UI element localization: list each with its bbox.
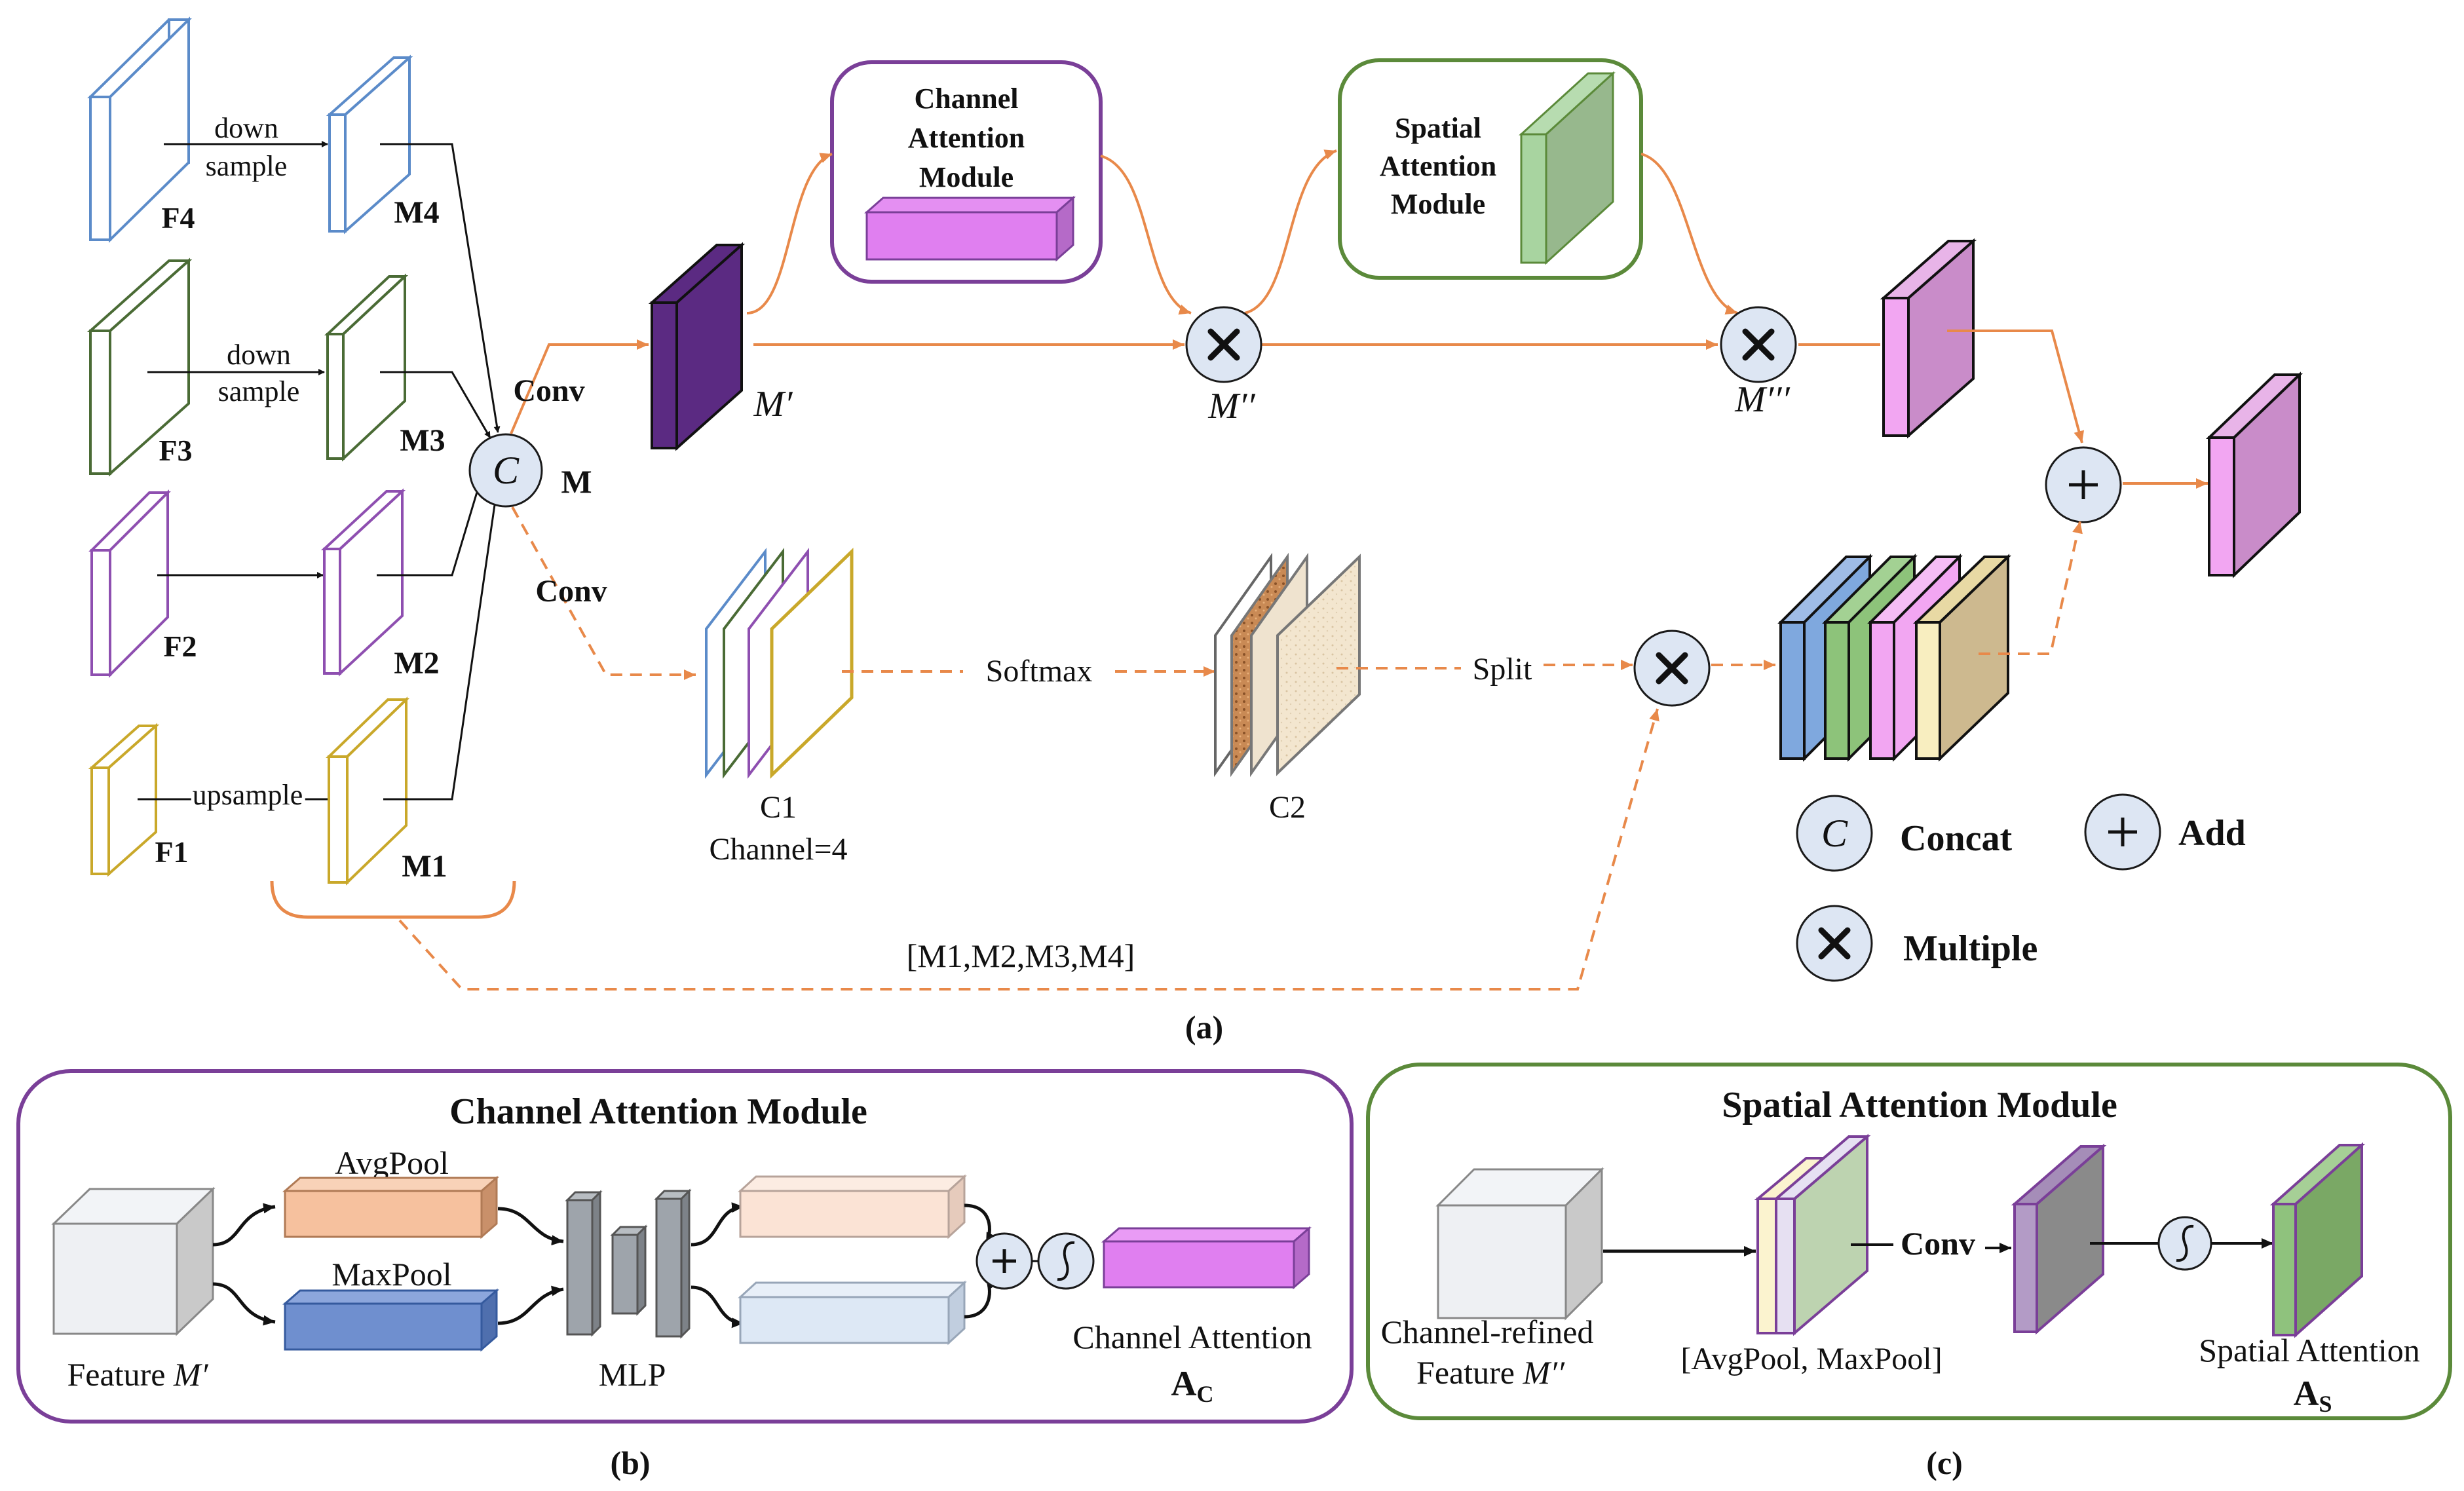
- caption-c: (c): [1926, 1444, 1963, 1481]
- label-ac: AC: [1171, 1364, 1214, 1407]
- map-m2: [320, 488, 406, 677]
- label-m-list: [M1,M2,M3,M4]: [907, 937, 1135, 974]
- legend-multiply-label: Multiple: [1903, 928, 2038, 969]
- pooled-maps-c: [1754, 1133, 1871, 1336]
- label-m3: M3: [400, 423, 445, 458]
- legend-add-label: Add: [2178, 813, 2246, 854]
- sigmoid-node-b: [1037, 1232, 1095, 1290]
- label-feature-c: Feature M′′: [1416, 1354, 1565, 1391]
- legend-concat-symbol: C: [1821, 812, 1848, 855]
- weighted-maps-stack: [1777, 554, 2011, 762]
- cam-box-line2: Attention: [908, 122, 1025, 154]
- label-f3: F3: [159, 434, 192, 467]
- label-m2: M2: [394, 646, 439, 681]
- label-split: Split: [1473, 652, 1532, 687]
- label-c1: C1: [760, 790, 797, 825]
- caption-a: (a): [1185, 1009, 1223, 1046]
- sam-box-line2: Attention: [1380, 150, 1496, 182]
- add-node: [2045, 446, 2122, 523]
- avgpool-bar: [282, 1175, 500, 1239]
- label-channel4: Channel=4: [709, 832, 847, 867]
- spatial-attention-map: [2269, 1142, 2366, 1338]
- avg-out-bar: [738, 1174, 967, 1239]
- feature-cube-b: [51, 1186, 216, 1336]
- label-down-1: down: [214, 112, 278, 144]
- label-m-prime: M′: [753, 384, 793, 425]
- channel-attention-bar: [1101, 1226, 1312, 1290]
- label-channel-refined: Channel-refined: [1381, 1313, 1594, 1350]
- label-avgpool: AvgPool: [335, 1144, 449, 1181]
- group-bracket: [270, 880, 516, 919]
- concat-node: C: [468, 433, 543, 508]
- label-feature-b: Feature M′: [67, 1356, 208, 1393]
- caption-b: (b): [610, 1444, 650, 1481]
- label-softmax: Softmax: [986, 654, 1093, 689]
- label-c2: C2: [1269, 790, 1306, 825]
- c1-stack: [705, 548, 854, 779]
- label-spatial-attention: Spatial Attention: [2199, 1332, 2419, 1368]
- label-down-2: down: [227, 339, 291, 371]
- label-mlp: MLP: [599, 1356, 666, 1393]
- c2-stack: [1214, 552, 1361, 778]
- feature-f1: [88, 723, 160, 877]
- map-m4: [326, 54, 413, 235]
- feature-f2: [88, 489, 171, 678]
- sam-box-line3: Module: [1391, 188, 1485, 220]
- multiply-node-3: [1633, 630, 1711, 707]
- sam-box-line1: Spatial: [1395, 112, 1481, 144]
- concat-symbol: C: [493, 449, 520, 492]
- add-node-b: [976, 1232, 1033, 1290]
- feature-f3: [86, 257, 193, 477]
- label-avg-max-pool: [AvgPool, MaxPool]: [1680, 1342, 1942, 1376]
- sigmoid-node-c: [2157, 1216, 2212, 1271]
- label-m1: M1: [402, 849, 447, 884]
- multiply-node-1: [1185, 306, 1262, 383]
- label-m: M: [561, 463, 592, 500]
- map-m3: [324, 273, 409, 462]
- map-m-prime: [648, 242, 746, 451]
- label-f4: F4: [161, 201, 195, 235]
- label-as: AS: [2293, 1374, 2332, 1417]
- label-conv-top: Conv: [513, 373, 584, 408]
- legend-concat-icon: [1796, 795, 1873, 872]
- feature-cube-c: [1435, 1167, 1604, 1321]
- label-sample-1: sample: [206, 150, 288, 182]
- legend: C Concat Add Multiple: [1796, 793, 2246, 982]
- label-f1: F1: [155, 835, 188, 869]
- sam-box: Spatial Attention Module: [1338, 58, 1643, 280]
- feature-f4: [87, 16, 192, 243]
- panel-b: Channel Attention Module Feature M′ AvgP…: [16, 1069, 1354, 1424]
- label-conv-bottom: Conv: [535, 574, 607, 609]
- map-m1: [326, 696, 409, 886]
- output-map: [2206, 371, 2303, 578]
- label-m4: M4: [394, 195, 439, 230]
- maxpool-bar: [282, 1288, 500, 1352]
- map-m-tprime: [1880, 238, 1977, 439]
- cam-box-line1: Channel: [915, 83, 1019, 115]
- label-channel-attention: Channel Attention: [1072, 1319, 1312, 1355]
- label-m-dprime: M′′: [1207, 386, 1255, 426]
- mlp-layers: [565, 1188, 692, 1339]
- panel-c: Spatial Attention Module Channel-refined…: [1366, 1063, 2452, 1420]
- panel-a: F4 down sample M4 F3 down sample M3: [86, 16, 2303, 1046]
- label-conv-c: Conv: [1901, 1225, 1975, 1262]
- legend-concat-label: Concat: [1900, 818, 2012, 859]
- cam-box: Channel Attention Module: [830, 60, 1103, 284]
- conv-output-map-c: [2011, 1143, 2107, 1335]
- panel-b-title: Channel Attention Module: [449, 1091, 867, 1132]
- label-f2: F2: [163, 630, 197, 663]
- cam-box-line3: Module: [919, 161, 1014, 193]
- label-maxpool: MaxPool: [332, 1256, 451, 1293]
- max-out-bar: [738, 1280, 967, 1346]
- label-upsample: upsample: [193, 779, 303, 811]
- label-m-tprime: M′′′: [1734, 379, 1790, 420]
- multiply-node-2: [1720, 306, 1797, 383]
- label-sample-2: sample: [218, 375, 300, 407]
- panel-c-title: Spatial Attention Module: [1722, 1085, 2117, 1125]
